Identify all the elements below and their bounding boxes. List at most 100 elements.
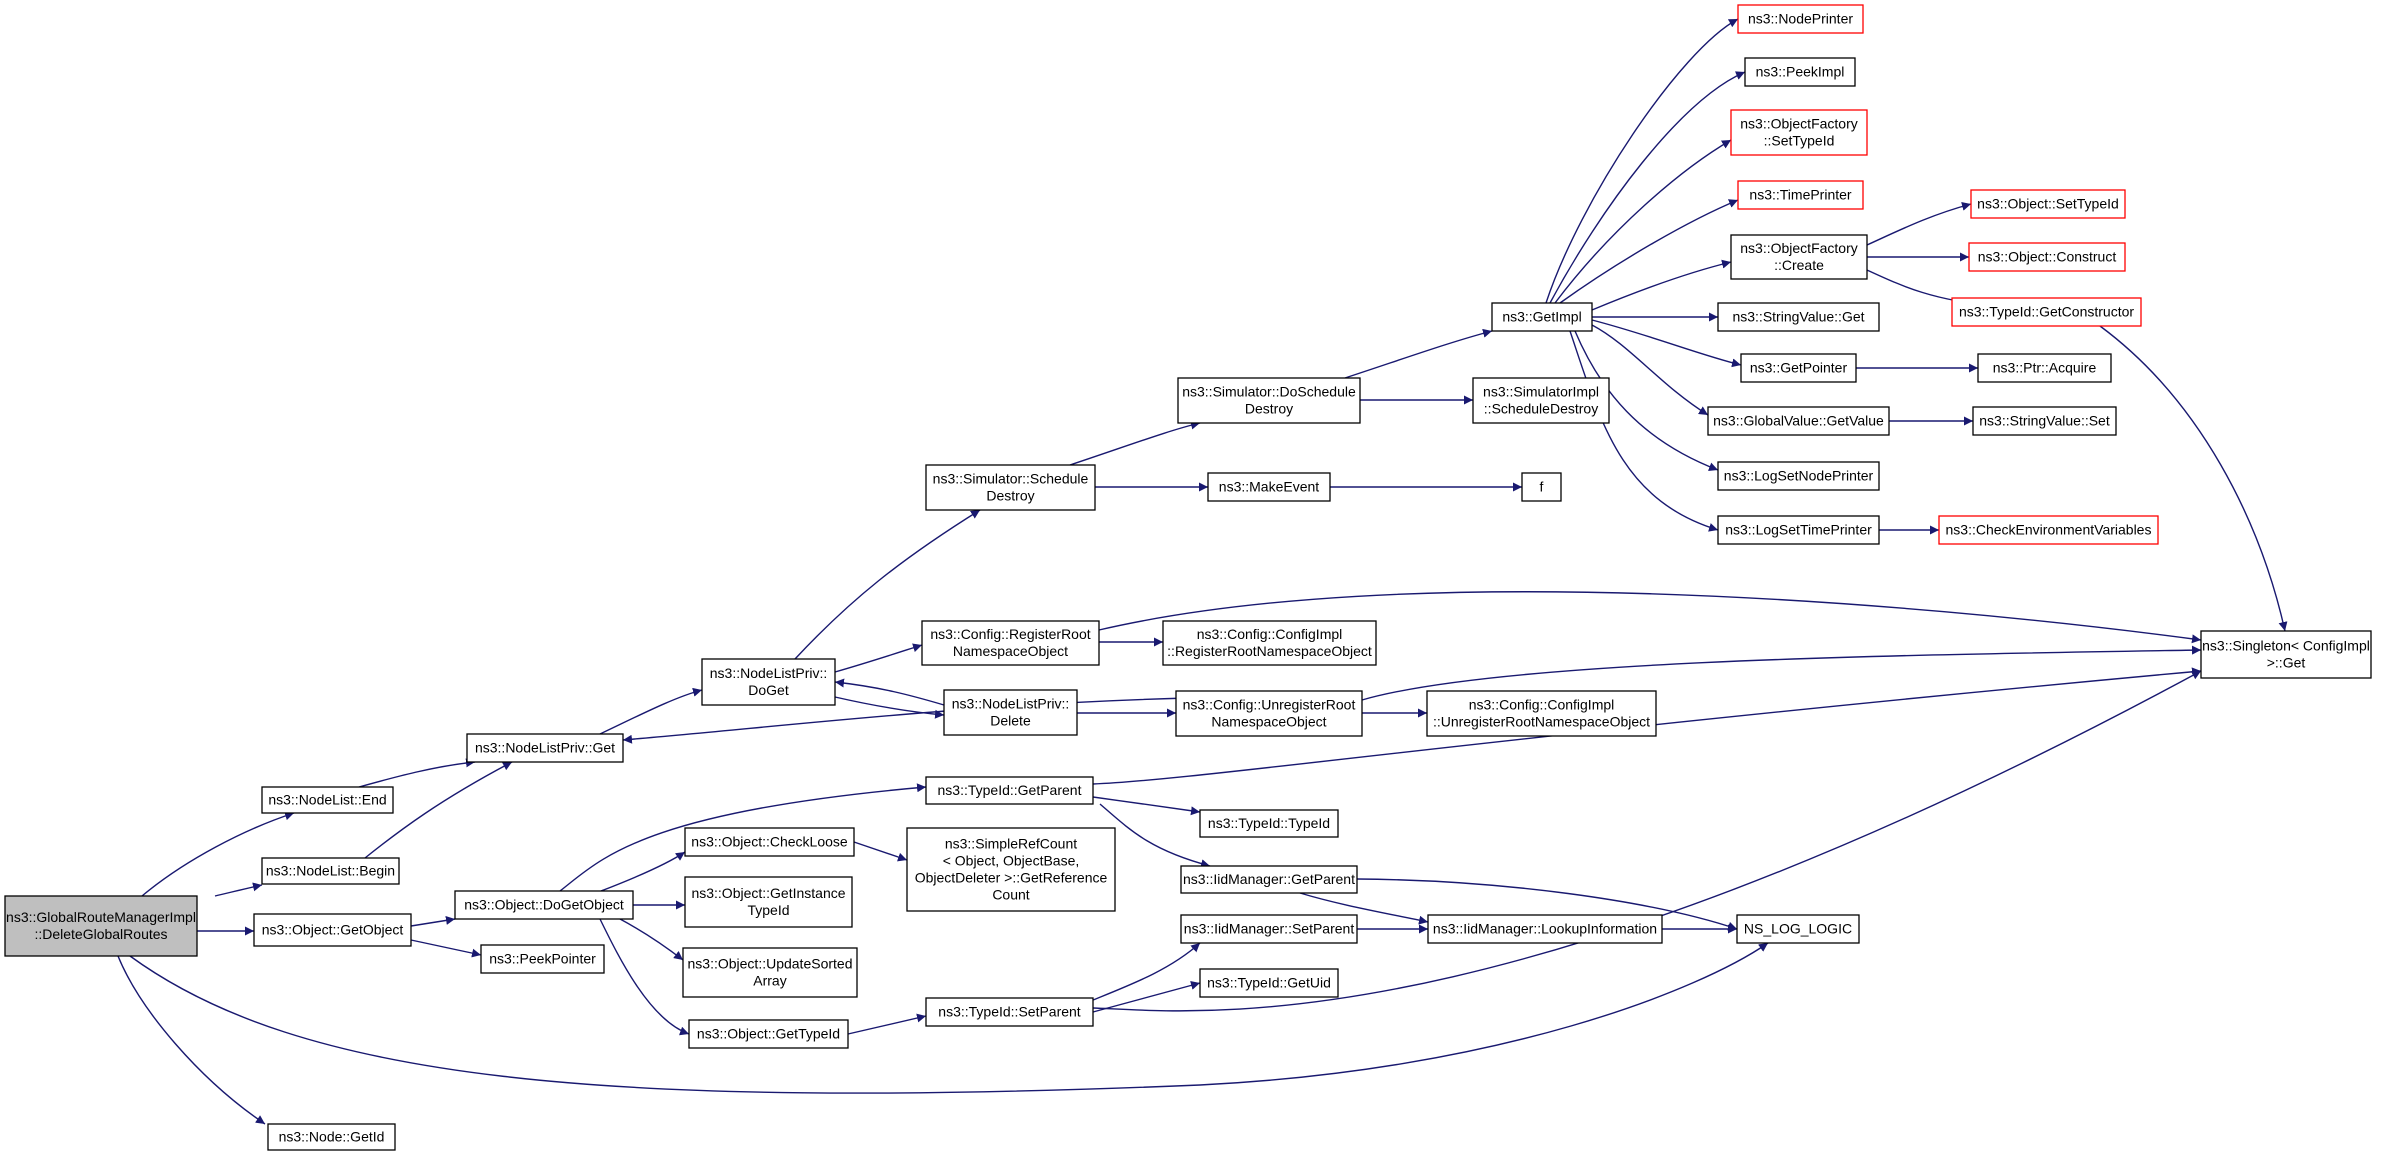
node-label: ns3::TypeId::GetUid (1207, 975, 1331, 991)
node-box (1730, 109, 1868, 156)
node-label: < Object, ObjectBase, (943, 853, 1080, 869)
node-label: ns3::NodeList::End (268, 792, 386, 808)
node-configimpl-unregisterroot[interactable]: ns3::Config::ConfigImpl::UnregisterRootN… (1426, 690, 1657, 737)
node-stringvalue-get[interactable]: ns3::StringValue::Get (1717, 302, 1880, 332)
node-singleton-get[interactable]: ns3::Singleton< ConfigImpl >::Get (2200, 630, 2372, 679)
node-label: ns3::TypeId::GetConstructor (1959, 304, 2134, 320)
node-box (261, 786, 394, 814)
node-label: ns3::Object::DoGetObject (464, 897, 624, 913)
node-node-getid[interactable]: ns3::Node::GetId (267, 1123, 396, 1151)
node-nodeprinter[interactable]: ns3::NodePrinter (1737, 4, 1864, 34)
node-config-unregisterroot[interactable]: ns3::Config::UnregisterRootNamespaceObje… (1175, 690, 1363, 737)
node-object-construct[interactable]: ns3::Object::Construct (1968, 242, 2126, 272)
node-object-dogetobject[interactable]: ns3::Object::DoGetObject (454, 890, 634, 920)
node-logsetnodeprinter[interactable]: ns3::LogSetNodePrinter (1717, 461, 1880, 491)
node-simulatorimpl-scheduledestroy[interactable]: ns3::SimulatorImpl::ScheduleDestroy (1472, 377, 1610, 424)
node-box (2200, 630, 2372, 679)
call-edge (410, 939, 482, 958)
node-box (943, 689, 1078, 736)
node-box (688, 1019, 849, 1049)
node-label: ns3::TypeId::GetParent (938, 782, 1082, 798)
node-getimpl[interactable]: ns3::GetImpl (1491, 302, 1593, 332)
node-label: Destroy (986, 488, 1034, 504)
node-box (1521, 472, 1562, 502)
node-peekimpl[interactable]: ns3::PeekImpl (1744, 57, 1856, 87)
node-box (1717, 461, 1880, 491)
node-nodelistpriv-doget[interactable]: ns3::NodeListPriv::DoGet (701, 658, 836, 706)
node-label: ns3::Simulator::DoSchedule (1182, 384, 1356, 400)
node-typeid-typeid[interactable]: ns3::TypeId::TypeId (1199, 809, 1339, 838)
node-iidmanager-getparent[interactable]: ns3::IidManager::GetParent (1180, 865, 1358, 894)
call-edge (794, 509, 981, 660)
node-box (1737, 180, 1864, 210)
node-object-getobject[interactable]: ns3::Object::GetObject (253, 913, 412, 947)
call-edge (619, 918, 684, 961)
node-label: ::DeleteGlobalRoutes (34, 926, 167, 942)
node-label: ns3::LogSetNodePrinter (1724, 468, 1874, 484)
node-simulator-scheduledestroy[interactable]: ns3::Simulator::ScheduleDestroy (925, 464, 1096, 511)
node-getpointer[interactable]: ns3::GetPointer (1740, 353, 1857, 383)
node-box (1736, 914, 1860, 944)
node-box (906, 827, 1116, 912)
node-typeid-setparent[interactable]: ns3::TypeId::SetParent (925, 997, 1094, 1027)
call-edge (1092, 796, 1201, 816)
call-nodes: ns3::GlobalRouteManagerImpl::DeleteGloba… (4, 4, 2372, 1151)
node-label: ObjectDeleter >::GetReference (915, 870, 1108, 886)
node-label: ns3::Singleton< ConfigImpl (2202, 638, 2370, 654)
node-label: ns3::GetImpl (1502, 309, 1581, 325)
node-simplerefcount[interactable]: ns3::SimpleRefCount< Object, ObjectBase,… (906, 827, 1116, 912)
node-configimpl-registerroot[interactable]: ns3::Config::ConfigImpl::RegisterRootNam… (1162, 620, 1377, 666)
node-label: ::UnregisterRootNamespaceObject (1433, 714, 1650, 730)
node-ptr-acquire[interactable]: ns3::Ptr::Acquire (1977, 353, 2112, 383)
node-peekpointer[interactable]: ns3::PeekPointer (480, 944, 605, 974)
node-checkenvironmentvariables[interactable]: ns3::CheckEnvironmentVariables (1938, 515, 2159, 545)
node-objectfactory-create[interactable]: ns3::ObjectFactory::Create (1730, 234, 1868, 280)
node-box (1977, 353, 2112, 383)
node-label: ns3::ObjectFactory (1740, 240, 1858, 256)
node-label: ns3::Node::GetId (279, 1129, 385, 1145)
node-config-registerroot[interactable]: ns3::Config::RegisterRootNamespaceObject (921, 620, 1100, 666)
node-root[interactable]: ns3::GlobalRouteManagerImpl::DeleteGloba… (4, 895, 198, 957)
node-box (684, 876, 853, 928)
node-label: Delete (990, 713, 1031, 729)
node-objectfactory-settypeid[interactable]: ns3::ObjectFactory::SetTypeId (1730, 109, 1868, 156)
node-label: DoGet (748, 682, 789, 698)
node-stringvalue-set[interactable]: ns3::StringValue::Set (1972, 406, 2117, 436)
node-label: ns3::Object::GetObject (262, 922, 404, 938)
node-nodelist-end[interactable]: ns3::NodeList::End (261, 786, 394, 814)
node-label: ns3::IidManager::SetParent (1184, 921, 1355, 937)
node-iidmanager-setparent[interactable]: ns3::IidManager::SetParent (1180, 914, 1358, 944)
node-label: ns3::Config::ConfigImpl (1197, 626, 1343, 642)
node-label: NS_LOG_LOGIC (1744, 921, 1852, 937)
node-nodelistpriv-get[interactable]: ns3::NodeListPriv::Get (466, 733, 624, 763)
node-box (1740, 353, 1857, 383)
call-edges (117, 18, 2288, 1125)
node-globalvalue-getvalue[interactable]: ns3::GlobalValue::GetValue (1707, 406, 1890, 436)
call-edge (1591, 324, 1709, 416)
node-logsettimeprinter[interactable]: ns3::LogSetTimePrinter (1717, 515, 1880, 545)
node-typeid-getuid[interactable]: ns3::TypeId::GetUid (1199, 968, 1339, 998)
node-label: ns3::SimpleRefCount (945, 836, 1077, 852)
node-makeevent[interactable]: ns3::MakeEvent (1207, 472, 1331, 502)
node-box (253, 913, 412, 947)
node-nodelistpriv-delete[interactable]: ns3::NodeListPriv::Delete (943, 689, 1078, 736)
node-typeid-getconstructor[interactable]: ns3::TypeId::GetConstructor (1951, 297, 2142, 327)
call-edge (834, 696, 945, 719)
node-typeid-getparent[interactable]: ns3::TypeId::GetParent (925, 776, 1094, 805)
node-object-settypeid[interactable]: ns3::Object::SetTypeId (1970, 189, 2126, 219)
call-edge (117, 955, 266, 1125)
node-ns-log-logic[interactable]: NS_LOG_LOGIC (1736, 914, 1860, 944)
node-timeprinter[interactable]: ns3::TimePrinter (1737, 180, 1864, 210)
node-iidmanager-lookupinformation[interactable]: ns3::IidManager::LookupInformation (1427, 914, 1663, 944)
node-object-checkloose[interactable]: ns3::Object::CheckLoose (684, 827, 855, 857)
call-edge (1591, 259, 1732, 311)
node-object-gettypeid[interactable]: ns3::Object::GetTypeId (688, 1019, 849, 1049)
node-nodelist-begin[interactable]: ns3::NodeList::Begin (261, 857, 400, 885)
call-edge (2099, 325, 2288, 632)
call-edge (1092, 981, 1201, 1013)
node-f[interactable]: f (1521, 472, 1562, 502)
